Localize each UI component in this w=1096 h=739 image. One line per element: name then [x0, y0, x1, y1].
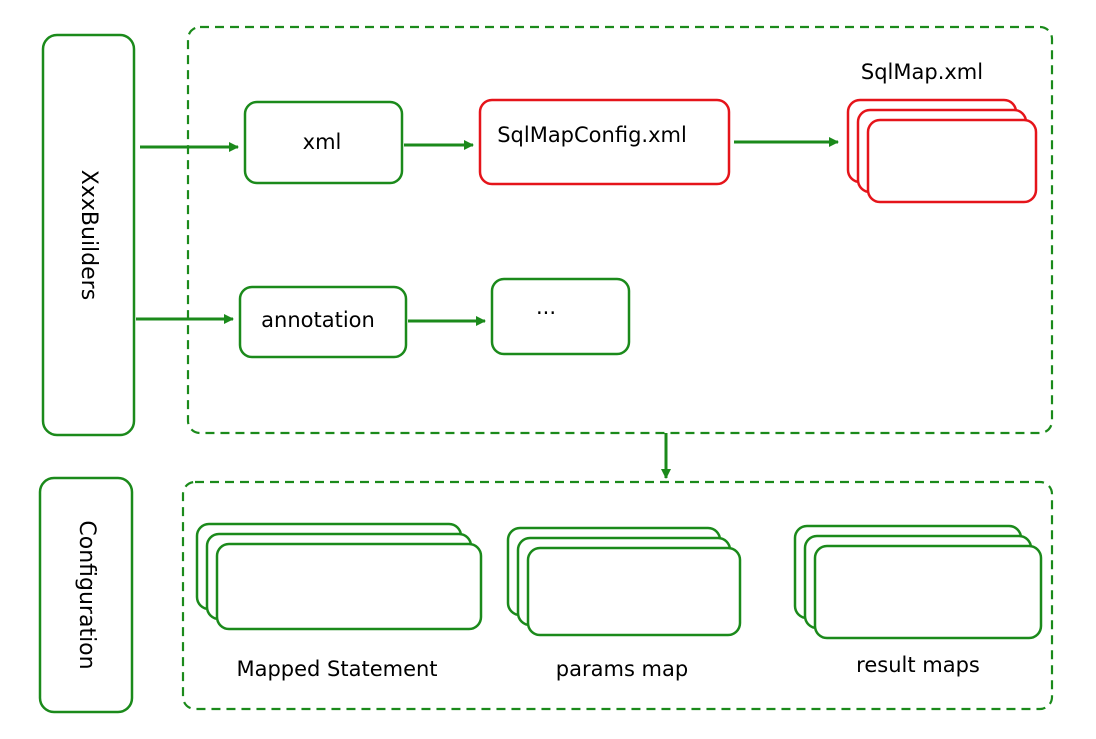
configuration-container: [181, 480, 1054, 711]
sqlmap-card: [866, 118, 1038, 204]
params-map-stack: [506, 526, 742, 637]
params-map-label: params map: [556, 657, 688, 681]
result-maps-label: result maps: [856, 653, 980, 677]
ellipsis-node: [490, 277, 631, 356]
params-map-card: [526, 546, 742, 637]
result-maps-stack: [793, 524, 1043, 640]
mapped-statement-label: Mapped Statement: [236, 657, 437, 681]
ellipsis-label: ...: [536, 295, 556, 319]
configuration-label: Configuration: [74, 520, 99, 669]
xxxbuilders-label: XxxBuilders: [76, 170, 101, 300]
annotation-label: annotation: [261, 308, 375, 332]
configuration-box: [38, 476, 134, 714]
mapped-statement-stack: [195, 522, 483, 631]
annotation-node: [238, 285, 408, 359]
mapped-statement-card: [215, 542, 483, 631]
sqlmapconfig-label: SqlMapConfig.xml: [497, 123, 687, 147]
xxxbuilders-box: [41, 33, 136, 437]
sqlmapconfig-node: [478, 98, 731, 186]
sqlmap-title: SqlMap.xml: [861, 60, 983, 84]
xml-node: [243, 100, 404, 185]
result-maps-card: [813, 544, 1043, 640]
sqlmap-stack: [846, 98, 1038, 204]
builders-container: [186, 25, 1054, 435]
xml-label: xml: [303, 130, 342, 154]
